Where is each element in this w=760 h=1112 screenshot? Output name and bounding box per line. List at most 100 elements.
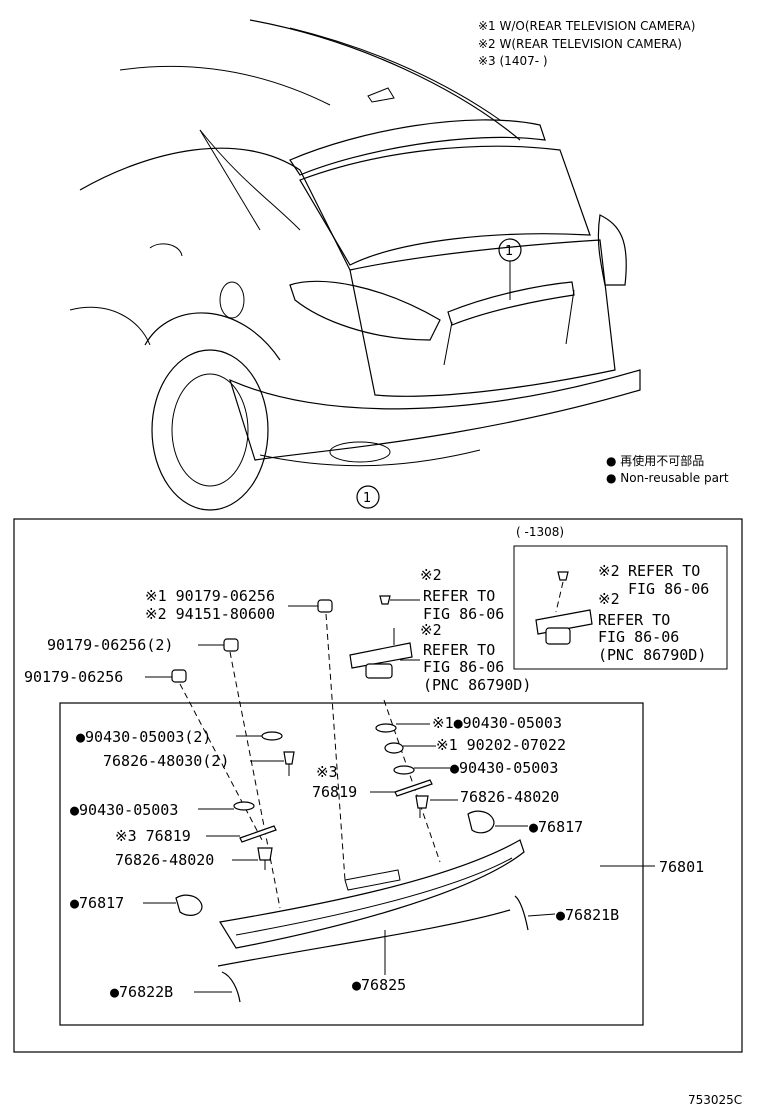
dash-line-1 (229, 651, 281, 909)
washer-s (375, 723, 397, 733)
fuel-door (219, 281, 245, 319)
washer-f (233, 801, 255, 811)
label-a1: ※1 90179-06256 (145, 587, 275, 605)
moulding-76825 (217, 909, 511, 967)
label-j: ●76822B (110, 983, 173, 1001)
label-p: 76819 (312, 783, 357, 801)
label-m: 76801 (659, 858, 704, 876)
main-ref1-line2: FIG 86-06 (423, 605, 504, 623)
label-d: ●90430-05003(2) (76, 728, 211, 746)
legend-en: ● Non-reusable part (606, 471, 729, 485)
inset-date-range: ( -1308) (516, 525, 564, 539)
label-n: ●76817 (529, 818, 583, 836)
label-p-tag: ※3 (316, 763, 338, 781)
roof-line (249, 19, 521, 141)
inset-ref1-line1: REFER TO (628, 562, 700, 580)
garnish-inner-line (235, 857, 513, 936)
left-tail-lamp (289, 280, 441, 341)
figure-code: 753025C (688, 1093, 742, 1107)
outer-frame (13, 518, 743, 1053)
garnish-emblem-recess (344, 869, 401, 891)
callout-circle-bottom (356, 485, 380, 509)
leader-l (527, 913, 556, 917)
note-1: ※1 W/O(REAR TELEVISION CAMERA) (478, 19, 695, 33)
main-ref2-tag: ※2 (420, 621, 442, 639)
stud-h (257, 847, 273, 861)
door-handle (149, 243, 183, 257)
rear-spoiler (289, 119, 546, 176)
stud-o (415, 795, 429, 809)
inset-frame (513, 545, 728, 670)
label-h: 76826-48020 (115, 851, 214, 869)
dash-line-4 (383, 699, 441, 863)
vehicle-illustration: 1 1 (69, 19, 641, 511)
main-ref2-line1: REFER TO (423, 641, 495, 659)
inset-camera-body (545, 627, 571, 645)
callout-number-bottom: 1 (363, 491, 371, 506)
inset-ref1-line2: FIG 86-06 (628, 580, 709, 598)
garnish-76801 (219, 839, 525, 949)
door-garnish (447, 281, 575, 326)
clip-n (467, 810, 495, 834)
label-a2: ※2 94151-80600 (145, 605, 275, 623)
label-l: ●76821B (556, 906, 619, 924)
label-g: ※3 76819 (115, 827, 191, 845)
label-c: 90179-06256 (24, 668, 123, 686)
rocker-line (69, 306, 151, 346)
dash-line-3 (325, 613, 346, 881)
label-q: ●90430-05003 (450, 759, 558, 777)
inset-ref2-line2: FIG 86-06 (598, 628, 679, 646)
washer-d (261, 731, 283, 741)
inset-ref2-line1: REFER TO (598, 611, 670, 629)
back-door (349, 239, 616, 397)
gasket-g (239, 825, 277, 843)
inset-camera (535, 571, 593, 645)
label-e: 76826-48030(2) (103, 752, 229, 770)
label-s: ※1●90430-05003 (432, 714, 562, 732)
label-i: ●76817 (70, 894, 124, 912)
right-tail-lamp (597, 214, 627, 286)
grommet-c (171, 669, 187, 683)
camera-bracket (349, 642, 413, 669)
moulding-76821b (514, 895, 529, 931)
reflector (329, 441, 391, 463)
nut-r (384, 742, 404, 754)
wheel-arch (144, 312, 281, 361)
roof-side-line (119, 65, 331, 106)
note-2: ※2 W(REAR TELEVISION CAMERA) (478, 37, 682, 51)
legend-jp: ● 再使用不可部品 (606, 453, 704, 468)
camera-screw (379, 595, 391, 605)
main-ref1-tag: ※2 (420, 566, 442, 584)
washer-q (393, 765, 415, 775)
moulding-76822b (221, 971, 241, 1003)
rear-window (299, 145, 591, 266)
label-f: ●90430-05003 (70, 801, 178, 819)
inset-ref1-tag: ※2 (598, 562, 620, 580)
plate-recess (443, 289, 575, 366)
inset-dash (555, 581, 564, 613)
inner-frame (59, 702, 644, 1026)
clip-i (175, 894, 203, 916)
note-3: ※3 (1407- ) (478, 54, 548, 68)
main-ref1-line1: REFER TO (423, 587, 495, 605)
gasket-p (394, 779, 433, 797)
label-o: 76826-48020 (460, 788, 559, 806)
main-ref2-line2: FIG 86-06 (423, 658, 504, 676)
inset-ref2-line3: (PNC 86790D) (598, 646, 706, 664)
quarter-window-line (199, 129, 261, 231)
quarter-window-edge (199, 129, 301, 231)
label-k: ●76825 (352, 976, 406, 994)
camera-body (365, 663, 393, 679)
main-ref2-line3: (PNC 86790D) (423, 676, 531, 694)
callout-number-top: 1 (505, 244, 513, 259)
rear-bumper (229, 369, 641, 461)
roof-rail (289, 27, 501, 121)
stud-e (283, 751, 295, 765)
label-r: ※1 90202-07022 (436, 736, 566, 754)
rear-wheel (151, 349, 269, 511)
bumper-lower (259, 449, 481, 467)
antenna-fin (367, 87, 395, 103)
body-side-upper (79, 147, 351, 271)
label-b: 90179-06256(2) (47, 636, 173, 654)
